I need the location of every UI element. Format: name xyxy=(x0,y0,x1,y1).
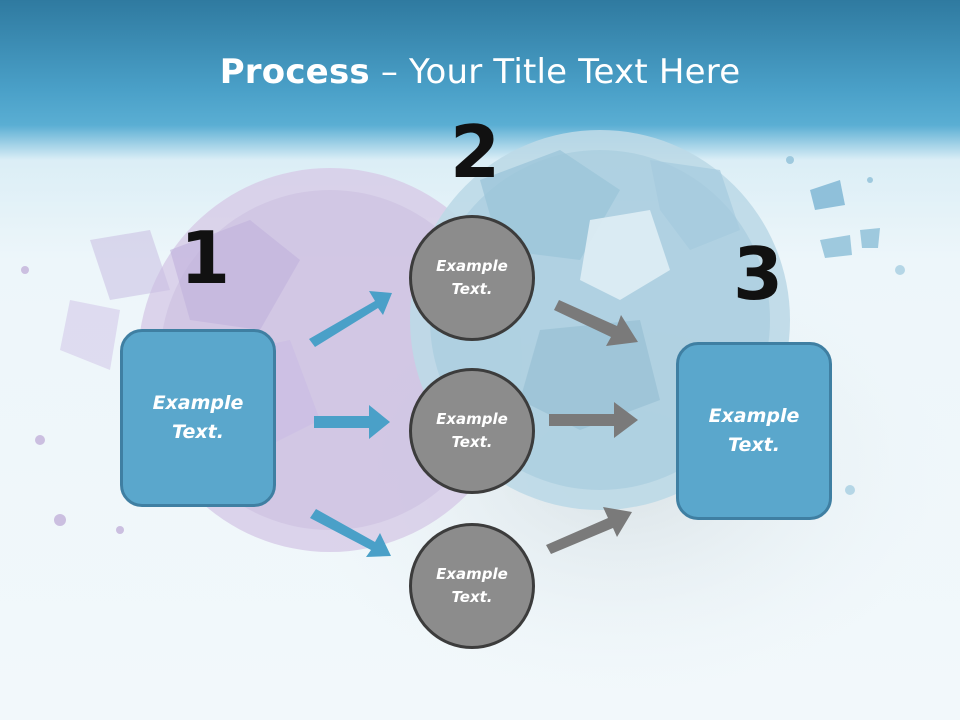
left-box-label: Example Text. xyxy=(152,391,244,443)
title-rest: – Your Title Text Here xyxy=(369,52,741,92)
right-text-box: Example Text. xyxy=(676,342,832,520)
circle-bottom: Example Text. xyxy=(409,523,535,649)
step-number-2: 2 xyxy=(450,110,501,194)
slide-title: Process – Your Title Text Here xyxy=(0,52,960,92)
right-box-label: Example Text. xyxy=(708,404,800,456)
circle-middle-label: Example Text. xyxy=(436,409,508,451)
arrow-bottom-to-right xyxy=(546,507,632,554)
arrow-middle-to-right xyxy=(549,402,638,438)
circle-top-label: Example Text. xyxy=(436,256,508,298)
title-bold: Process xyxy=(219,52,370,92)
circle-top: Example Text. xyxy=(409,215,535,341)
circle-bottom-label: Example Text. xyxy=(436,564,508,606)
arrow-left-to-top xyxy=(309,291,392,347)
left-text-box: Example Text. xyxy=(120,329,276,507)
step-number-1: 1 xyxy=(180,216,231,300)
step-number-3: 3 xyxy=(733,232,784,316)
arrow-left-to-middle xyxy=(314,405,390,439)
arrow-top-to-right xyxy=(554,300,638,346)
arrow-left-to-bottom xyxy=(310,509,391,557)
circle-middle: Example Text. xyxy=(409,368,535,494)
